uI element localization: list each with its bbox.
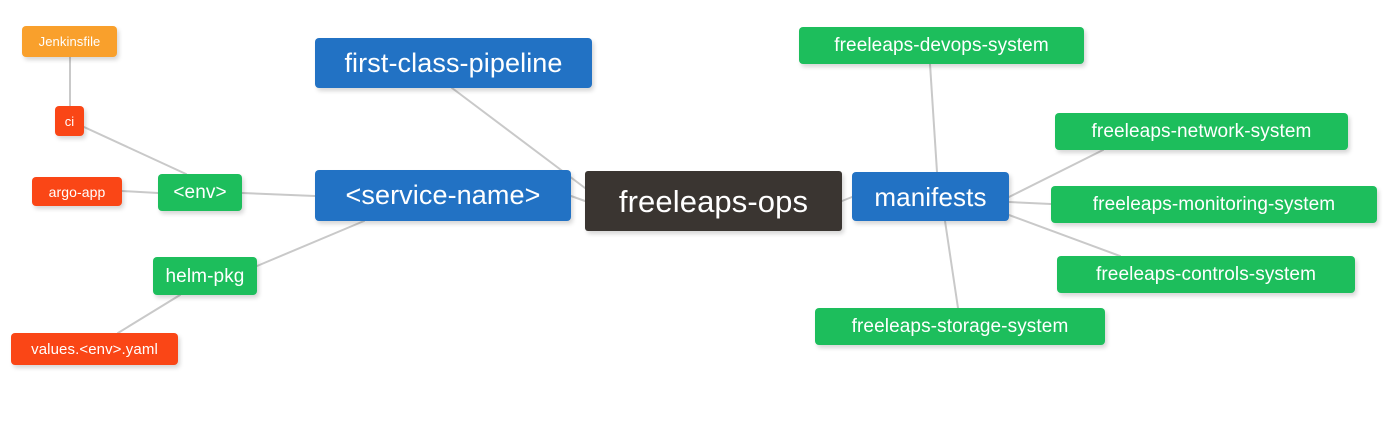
node-label: Jenkinsfile: [38, 34, 101, 49]
edge-service-name-to-helm-pkg: [256, 220, 365, 267]
node-manifests[interactable]: manifests: [852, 172, 1009, 221]
node-label: freeleaps-controls-system: [1095, 264, 1317, 285]
edge-service-name-to-env: [241, 192, 316, 197]
node-freeleaps-ops[interactable]: freeleaps-ops: [585, 171, 842, 231]
node-label: freeleaps-monitoring-system: [1092, 194, 1336, 215]
node-argo-app[interactable]: argo-app: [32, 177, 122, 206]
node-label: ci: [64, 113, 75, 129]
node-freeleaps-controls-system[interactable]: freeleaps-controls-system: [1057, 256, 1355, 293]
node-label: values.<env>.yaml: [31, 340, 158, 358]
node-label: freeleaps-storage-system: [851, 316, 1069, 337]
node-freeleaps-monitoring-system[interactable]: freeleaps-monitoring-system: [1051, 186, 1377, 223]
node-values-env-yaml[interactable]: values.<env>.yaml: [11, 333, 178, 365]
node-label: first-class-pipeline: [344, 47, 563, 78]
node-label: helm-pkg: [165, 265, 245, 287]
node-freeleaps-network-system[interactable]: freeleaps-network-system: [1055, 113, 1348, 150]
edge-manifests-to-freeleaps-devops-system: [929, 63, 938, 173]
node-ci[interactable]: ci: [55, 106, 84, 136]
edge-env-to-argo-app: [121, 190, 159, 194]
node-freeleaps-devops-system[interactable]: freeleaps-devops-system: [799, 27, 1084, 64]
node-env[interactable]: <env>: [158, 174, 242, 211]
node-freeleaps-storage-system[interactable]: freeleaps-storage-system: [815, 308, 1105, 345]
edge-freeleaps-ops-to-manifests: [841, 196, 853, 202]
edge-helm-pkg-to-values-env-yaml: [117, 294, 181, 334]
node-label: freeleaps-ops: [618, 183, 809, 219]
node-label: manifests: [874, 181, 987, 212]
edge-freeleaps-ops-to-service-name: [570, 195, 586, 202]
node-jenkinsfile[interactable]: Jenkinsfile: [22, 26, 117, 57]
node-service-name[interactable]: <service-name>: [315, 170, 571, 221]
edge-manifests-to-freeleaps-storage-system: [944, 220, 959, 309]
node-label: freeleaps-devops-system: [834, 35, 1049, 56]
node-label: freeleaps-network-system: [1091, 121, 1312, 142]
node-first-class-pipeline[interactable]: first-class-pipeline: [315, 38, 592, 88]
edge-manifests-to-freeleaps-monitoring-system: [1008, 201, 1052, 205]
node-label: <env>: [173, 182, 227, 203]
node-helm-pkg[interactable]: helm-pkg: [153, 257, 257, 295]
node-label: <service-name>: [345, 180, 541, 210]
node-label: argo-app: [48, 183, 106, 200]
edge-env-to-ci: [83, 126, 187, 175]
